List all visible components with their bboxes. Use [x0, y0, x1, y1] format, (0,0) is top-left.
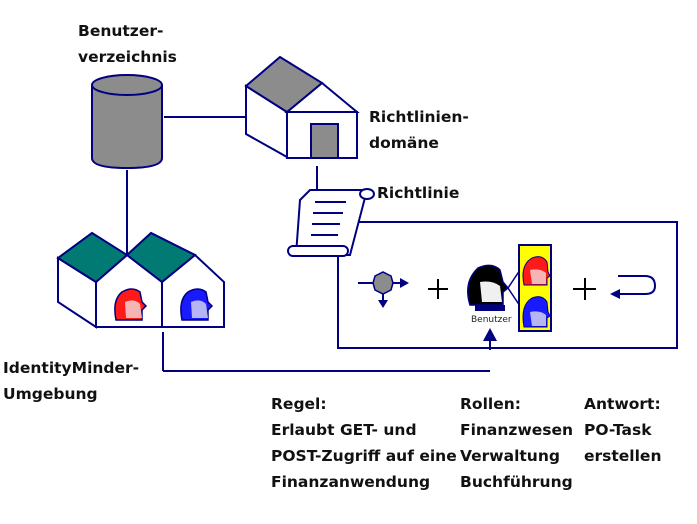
directory-label-line1: Benutzer-	[78, 22, 164, 40]
role-item: Finanzwesen	[460, 421, 574, 439]
environment-label-line2: Umgebung	[3, 385, 98, 403]
environment-label: IdentityMinder- Umgebung	[3, 355, 139, 407]
rule-line: POST-Zugriff auf eine	[271, 447, 457, 465]
rule-line: Erlaubt GET- und	[271, 421, 417, 439]
directory-label-line2: verzeichnis	[78, 48, 177, 66]
policy-box	[337, 221, 678, 349]
blue-user-head-icon	[180, 288, 214, 321]
response-block: Antwort: PO-Task erstellen	[584, 391, 661, 469]
rule-line: Finanzanwendung	[271, 473, 431, 491]
roles-title: Rollen:	[460, 395, 521, 413]
roles-panel	[518, 244, 552, 332]
user-head-icon	[467, 264, 510, 311]
role-item: Buchführung	[460, 473, 573, 491]
database-icon	[91, 74, 163, 170]
red-user-head-icon	[114, 288, 148, 321]
policy-domain-label-line2: domäne	[369, 134, 439, 152]
rule-block: Regel: Erlaubt GET- und POST-Zugriff auf…	[271, 391, 457, 495]
return-arrow-icon	[610, 275, 657, 299]
roles-block: Rollen: Finanzwesen Verwaltung Buchführu…	[460, 391, 573, 495]
user-label: Benutzer	[471, 315, 512, 325]
plus-icon	[573, 278, 596, 300]
plus-icon	[428, 279, 448, 299]
role-item: Verwaltung	[460, 447, 560, 465]
policy-domain-label: Richtlinien- domäne	[369, 104, 469, 156]
user-arrow-icon	[483, 328, 497, 341]
house-icon	[244, 55, 360, 159]
policy-label: Richtlinie	[377, 184, 460, 202]
decision-node-icon	[358, 271, 409, 308]
role-connector	[507, 269, 521, 307]
rule-title: Regel:	[271, 395, 327, 413]
environment-houses-icon	[56, 231, 225, 329]
directory-label: Benutzer- verzeichnis	[78, 18, 177, 70]
scroll-icon	[287, 188, 375, 257]
environment-label-line1: IdentityMinder-	[3, 359, 140, 377]
response-line: PO-Task	[584, 421, 652, 439]
policy-domain-label-line1: Richtlinien-	[369, 108, 469, 126]
response-line: erstellen	[584, 447, 662, 465]
response-title: Antwort:	[584, 395, 661, 413]
